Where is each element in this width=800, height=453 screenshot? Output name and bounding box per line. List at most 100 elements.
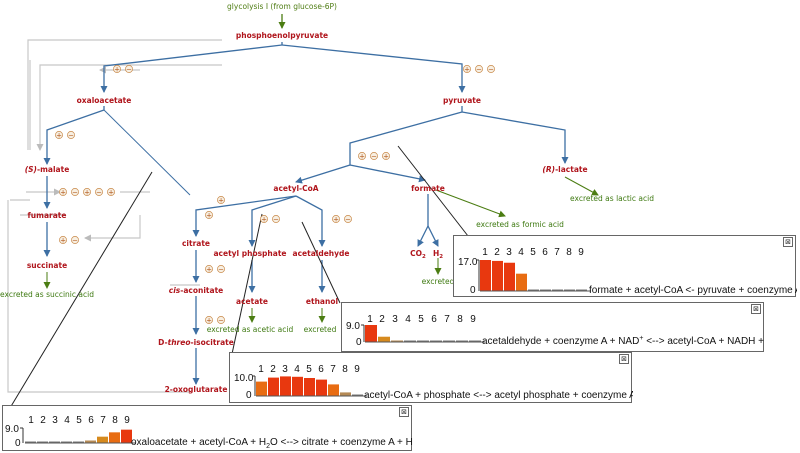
minus-button[interactable]: −: [67, 131, 75, 140]
bar-series: [25, 429, 136, 444]
svg-text:−: −: [476, 66, 482, 74]
index-label: 6: [431, 314, 437, 325]
index-label: 4: [294, 364, 300, 375]
metabolite-citrate[interactable]: citrate: [182, 239, 210, 248]
reaction-equation: acetaldehyde + coenzyme A + NAD+ <--> ac…: [482, 335, 765, 347]
index-labels: 1 2 3 4 5 6 7 8 9: [28, 415, 130, 426]
top-pathway-label[interactable]: glycolysis I (from glucose-6P): [227, 2, 337, 11]
plus-button[interactable]: +: [332, 215, 340, 224]
callout-lines: [9, 145, 469, 409]
bar-2: [268, 377, 279, 396]
metabolite-oxaloacetate[interactable]: oxaloacetate: [77, 96, 132, 105]
metabolite-succinate[interactable]: succinate: [27, 261, 67, 270]
bar-5: [73, 441, 84, 443]
bar-6: [85, 440, 96, 443]
metabolite-acetyl-phosphate[interactable]: acetyl phosphate: [213, 249, 286, 258]
plus-button[interactable]: +: [463, 65, 471, 74]
plus-button[interactable]: +: [260, 215, 268, 224]
index-label: 9: [124, 415, 130, 426]
bar-8: [564, 289, 575, 291]
minus-button[interactable]: −: [344, 215, 352, 224]
index-label: 2: [494, 247, 500, 258]
bar-8: [456, 340, 468, 342]
plus-button[interactable]: +: [107, 188, 115, 197]
close-icon[interactable]: ⊠: [783, 237, 793, 247]
svg-text:−: −: [218, 266, 224, 274]
svg-text:+: +: [359, 153, 365, 161]
svg-text:−: −: [273, 216, 279, 224]
metabolite-pyruvate[interactable]: pyruvate: [443, 96, 481, 105]
popup-acetyl-phosphate-reaction: ⊠ 1 2 3 4 5 6 7 8 9 10.0 0 acetyl-CoA + …: [229, 352, 633, 403]
index-label: 3: [506, 247, 512, 258]
metabolite-d-threo-isocitrate[interactable]: D-threo-isocitrate: [158, 338, 234, 347]
excreted-ethanol-label: excreted: [304, 325, 337, 334]
svg-text:+: +: [84, 189, 90, 197]
plus-button[interactable]: +: [83, 188, 91, 197]
bar-9: [121, 429, 132, 443]
plus-button[interactable]: +: [217, 196, 225, 205]
bar-6: [430, 340, 442, 342]
svg-text:+: +: [56, 132, 62, 140]
minus-button[interactable]: −: [125, 65, 133, 74]
index-label: 1: [258, 364, 264, 375]
bar-7: [552, 289, 563, 291]
plus-button[interactable]: +: [382, 152, 390, 161]
index-label: 7: [554, 247, 560, 258]
close-icon[interactable]: ⊠: [399, 407, 409, 417]
index-label: 9: [470, 314, 476, 325]
plus-button[interactable]: +: [358, 152, 366, 161]
plus-button[interactable]: +: [59, 188, 67, 197]
plus-button[interactable]: +: [59, 236, 67, 245]
bar-4: [404, 340, 416, 342]
metabolite-cis-aconitate[interactable]: cis-aconitate: [169, 286, 224, 295]
minus-button[interactable]: −: [217, 265, 225, 274]
metabolite-2-oxoglutarate[interactable]: 2-oxoglutarate: [165, 385, 228, 394]
index-labels: 1 2 3 4 5 6 7 8 9: [367, 314, 476, 325]
bar-5: [304, 378, 315, 396]
metabolite-r-lactate[interactable]: (R)-lactate: [542, 165, 587, 174]
metabolite-h2[interactable]: H2: [433, 249, 443, 260]
close-icon[interactable]: ⊠: [751, 304, 761, 314]
svg-text:+: +: [108, 189, 114, 197]
index-label: 2: [379, 314, 385, 325]
metabolite-acetaldehyde[interactable]: acetaldehyde: [293, 249, 350, 258]
y-zero-label: 0: [15, 438, 21, 449]
plus-button[interactable]: +: [205, 211, 213, 220]
bar-1: [480, 260, 491, 291]
minus-button[interactable]: −: [71, 188, 79, 197]
y-max-label: 9.0: [5, 424, 19, 435]
plus-button[interactable]: +: [205, 316, 213, 325]
minus-button[interactable]: −: [71, 236, 79, 245]
y-zero-label: 0: [356, 337, 362, 348]
metabolite-co2[interactable]: CO2: [410, 249, 426, 260]
plus-button[interactable]: +: [113, 65, 121, 74]
bar-3: [504, 262, 515, 291]
reaction-arrows: [47, 14, 569, 385]
svg-text:−: −: [72, 237, 78, 245]
minus-button[interactable]: −: [217, 316, 225, 325]
index-label: 8: [457, 314, 463, 325]
minus-button[interactable]: −: [95, 188, 103, 197]
minus-button[interactable]: −: [475, 65, 483, 74]
metabolite-ethanol[interactable]: ethanol: [306, 297, 338, 306]
metabolite-s-malate[interactable]: (S)-malate: [25, 165, 70, 174]
plus-button[interactable]: +: [55, 131, 63, 140]
minus-button[interactable]: −: [487, 65, 495, 74]
index-labels: 1 2 3 4 5 6 7 8 9: [258, 364, 360, 375]
svg-text:−: −: [68, 132, 74, 140]
metabolite-phosphoenolpyruvate[interactable]: phosphoenolpyruvate: [236, 31, 328, 40]
y-max-label: 9.0: [346, 321, 360, 332]
bar-1: [256, 381, 267, 396]
plus-button[interactable]: +: [205, 265, 213, 274]
regulation-lines: [7, 39, 222, 393]
bar-6: [540, 289, 551, 291]
metabolite-fumarate[interactable]: fumarate: [28, 211, 67, 220]
metabolite-formate[interactable]: formate: [411, 184, 445, 193]
metabolite-acetate[interactable]: acetate: [236, 297, 268, 306]
minus-button[interactable]: −: [370, 152, 378, 161]
popup-formate-reaction: ⊠ 1 2 3 4 5 6 7 8 9 17.0 0 formate + ace…: [453, 235, 797, 297]
minus-button[interactable]: −: [272, 215, 280, 224]
metabolite-acetyl-coa[interactable]: acetyl-CoA: [273, 184, 318, 193]
close-icon[interactable]: ⊠: [619, 354, 629, 364]
